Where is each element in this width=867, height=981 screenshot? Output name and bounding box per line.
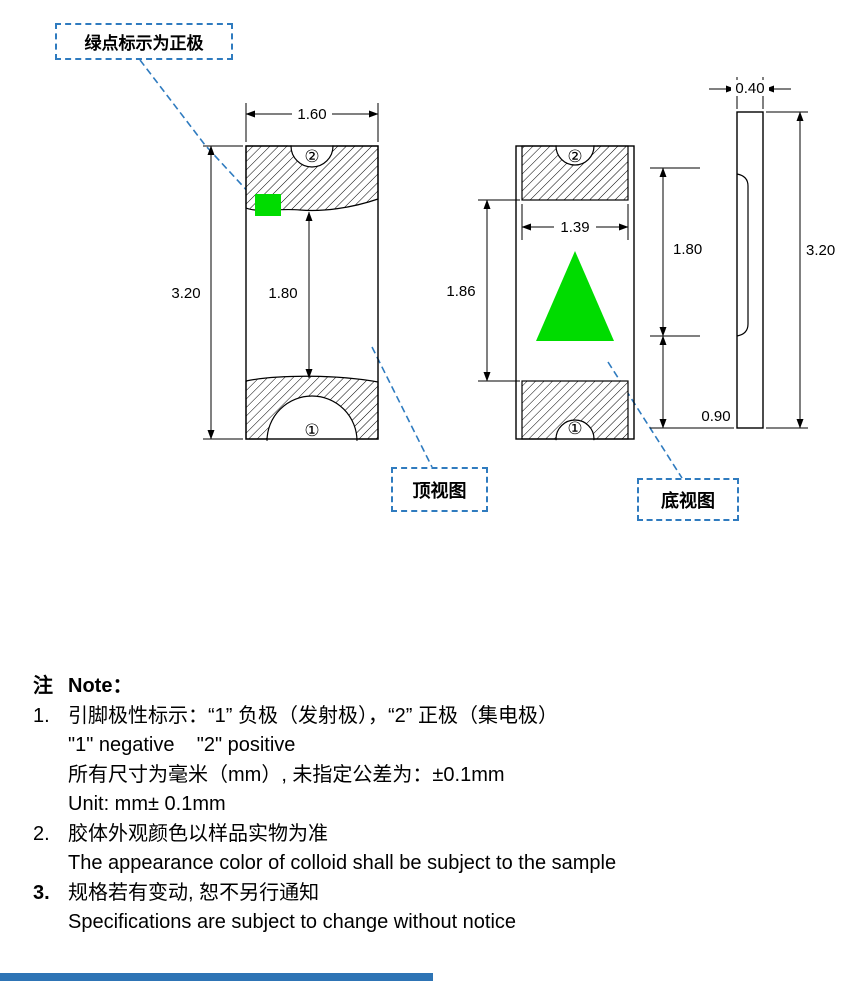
- green-dot-callout-label: 绿点标示为正极: [84, 34, 204, 53]
- top-view-callout-label: 顶视图: [412, 480, 467, 501]
- note-marker: [33, 908, 68, 938]
- note-text: The appearance color of colloid shall be…: [68, 852, 617, 874]
- green-dot-leader-line: [139, 59, 253, 197]
- top-view-drawing: ② ① 1.60 3.20 1.80: [171, 103, 379, 489]
- bottom-view-green-triangle-marker: [536, 251, 614, 341]
- note-text: Unit: mm± 0.1mm: [68, 793, 226, 815]
- bottom-view-callout: 底视图: [637, 478, 739, 521]
- side-view-thickness-dimension: 0.40: [709, 77, 791, 109]
- bottom-view-pad-width-value: 1.39: [560, 219, 589, 236]
- notes-section: 注 Note： 1. 引脚极性标示：“1” 负极（发射极），“2” 正极（集电极…: [33, 672, 845, 938]
- note-marker: [33, 849, 68, 879]
- note-marker: [33, 761, 68, 791]
- side-view-lead-span-dimension: 1.80: [650, 167, 702, 337]
- notch-mask: [288, 121, 336, 146]
- bottom-view-pin1-label: ①: [567, 419, 582, 438]
- top-view-outline: [245, 145, 379, 440]
- top-view-width-value: 1.60: [297, 106, 326, 123]
- note-line: 2. 胶体外观颜色以样品实物为准: [33, 820, 845, 850]
- bottom-view-outline: [515, 145, 635, 440]
- note-marker: [33, 790, 68, 820]
- top-view-body-height-dimension: 1.80: [268, 211, 313, 379]
- dome-mask: [258, 440, 368, 489]
- note-line: The appearance color of colloid shall be…: [33, 849, 845, 879]
- note-marker: 3.: [33, 881, 50, 904]
- bottom-view-drawing: ② ① 1.39 1.86: [446, 122, 635, 463]
- top-view-body-height-value: 1.80: [268, 285, 297, 302]
- notes-title-zh: 注: [33, 675, 53, 697]
- side-view-lead-profile: [736, 173, 749, 337]
- note-text: 胶体外观颜色以样品实物为准: [68, 822, 328, 845]
- side-view-lead-length-dimension: 0.90: [650, 335, 734, 429]
- bottom-view-body-height-dimension: 1.86: [446, 199, 520, 382]
- note-line: 1. 引脚极性标示：“1” 负极（发射极），“2” 正极（集电极）: [33, 702, 845, 732]
- note-line: Specifications are subject to change wit…: [33, 908, 845, 938]
- top-view-pin1-label: ①: [304, 421, 319, 440]
- top-view-green-dot-marker: [255, 194, 281, 216]
- side-view-overall-height-dimension: 3.20: [766, 111, 835, 429]
- note-marker: [33, 731, 68, 761]
- top-view-pin2-label: ②: [304, 147, 319, 166]
- note-text: 所有尺寸为毫米（mm）, 未指定公差为：±0.1mm: [68, 763, 505, 786]
- side-view-thickness-value: 0.40: [735, 80, 764, 97]
- note-line: "1" negative "2" positive: [33, 731, 845, 761]
- bottom-view-pin2-label: ②: [567, 147, 582, 166]
- bottom-view-body-height-value: 1.86: [446, 283, 475, 300]
- footer-table-top-bar: [0, 973, 433, 981]
- notch-mask: [553, 440, 597, 463]
- side-view-lead-span-value: 1.80: [673, 241, 702, 258]
- bottom-view-callout-label: 底视图: [661, 490, 715, 511]
- side-view-drawing: 0.40 3.20 1.80 0.90: [650, 77, 835, 429]
- note-line: Unit: mm± 0.1mm: [33, 790, 845, 820]
- note-text: 引脚极性标示：“1” 负极（发射极），“2” 正极（集电极）: [68, 704, 558, 727]
- note-marker: 1.: [33, 704, 50, 727]
- side-view-overall-height-value: 3.20: [806, 242, 835, 259]
- package-dimension-drawing: ② ① 1.60 3.20 1.80: [139, 59, 836, 489]
- bottom-view-pad-width-dimension: 1.39: [521, 204, 629, 240]
- notch-mask: [553, 122, 597, 146]
- green-dot-callout: 绿点标示为正极: [55, 23, 233, 60]
- note-text: Specifications are subject to change wit…: [68, 911, 517, 933]
- note-marker: 2.: [33, 822, 50, 845]
- side-view-body: [736, 111, 764, 429]
- top-view-width-dimension: 1.60: [245, 103, 379, 142]
- top-view-leader-line: [371, 346, 433, 468]
- top-view-overall-height-value: 3.20: [171, 285, 200, 302]
- top-view-callout: 顶视图: [391, 467, 488, 512]
- note-line: 所有尺寸为毫米（mm）, 未指定公差为：±0.1mm: [33, 761, 845, 791]
- note-text: "1" negative "2" positive: [68, 734, 296, 756]
- note-line: 3. 规格若有变动, 恕不另行通知: [33, 879, 845, 909]
- notes-heading: 注 Note：: [33, 672, 845, 702]
- side-view-lead-length-value: 0.90: [701, 408, 730, 425]
- note-text: 规格若有变动, 恕不另行通知: [68, 881, 320, 904]
- notes-title-en: Note：: [68, 675, 133, 697]
- top-view-overall-height-dimension: 3.20: [171, 145, 243, 440]
